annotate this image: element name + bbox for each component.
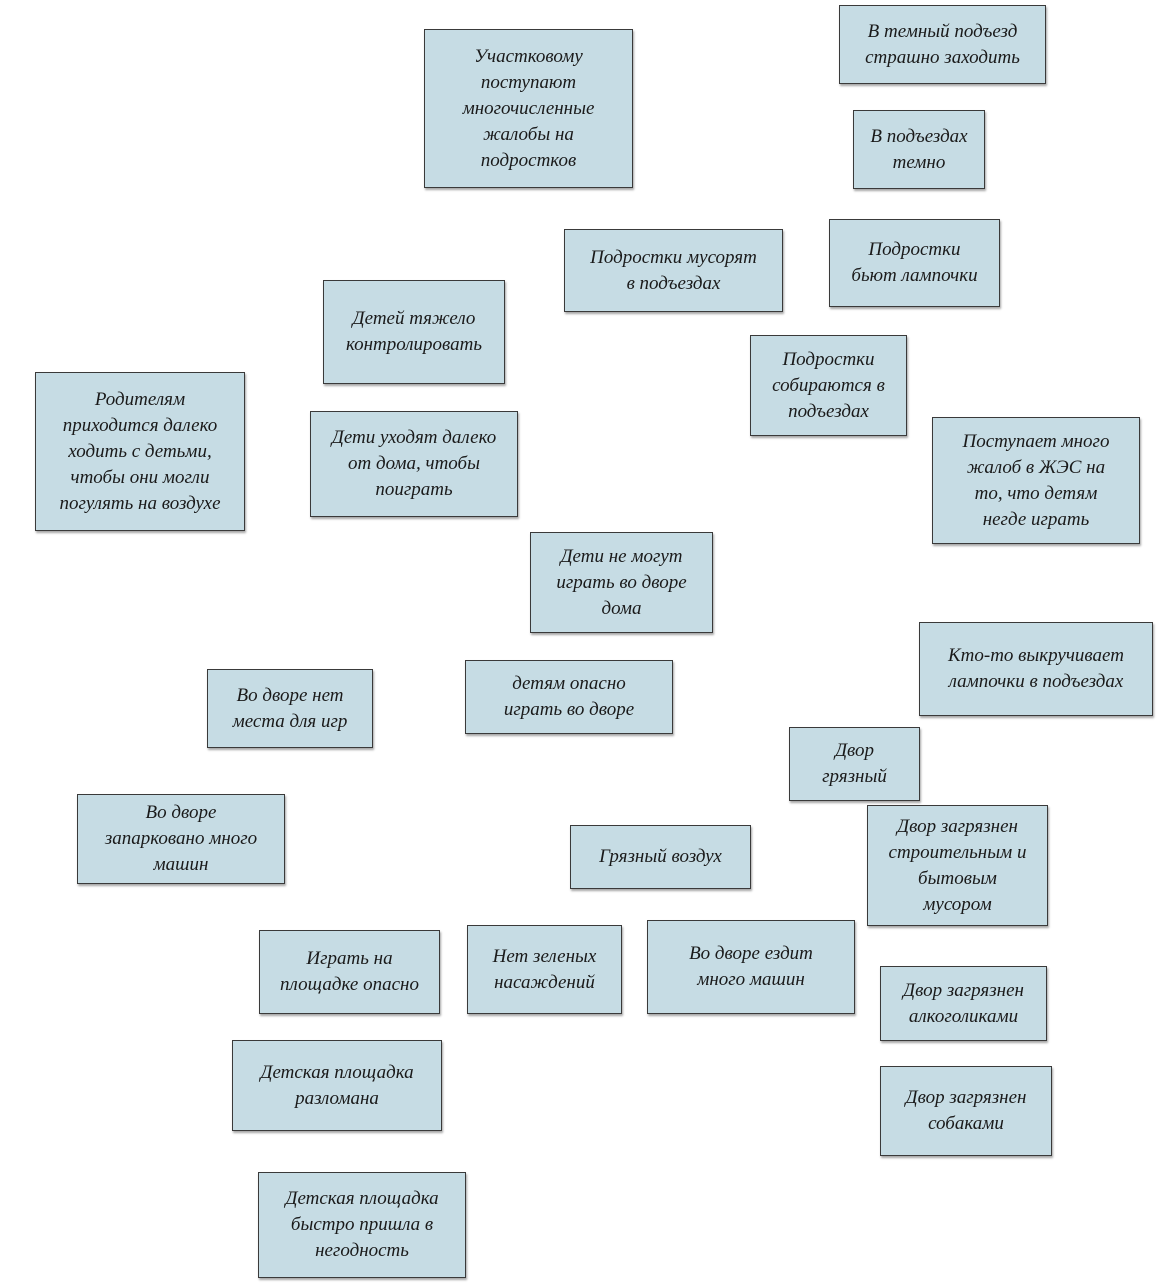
card-jes-complaints[interactable]: Поступает много жалоб в ЖЭС на то, что д… xyxy=(932,417,1140,544)
card-text: Родителям приходится далеко ходить с дет… xyxy=(59,388,221,514)
card-parents-walk-far[interactable]: Родителям приходится далеко ходить с дет… xyxy=(35,372,245,531)
card-playground-worn-out[interactable]: Детская площадка быстро пришла в негодно… xyxy=(258,1172,466,1278)
card-text: Детей тяжело контролировать xyxy=(345,308,483,355)
card-dogs[interactable]: Двор загрязнен собаками xyxy=(880,1066,1052,1156)
card-text: В подъездах темно xyxy=(870,125,968,173)
card-someone-unscrews-bulbs[interactable]: Кто-то выкручивает лампочки в подъездах xyxy=(919,622,1153,716)
card-no-play-space[interactable]: Во дворе нет места для игр xyxy=(207,669,373,748)
card-text: детям опасно играть во дворе xyxy=(503,673,635,720)
card-many-parked-cars[interactable]: Во дворе запарковано много машин xyxy=(77,794,285,884)
card-playground-dangerous[interactable]: Играть на площадке опасно xyxy=(259,930,440,1014)
card-text: Двор загрязнен собаками xyxy=(905,1087,1027,1134)
card-text: Во дворе нет места для игр xyxy=(232,684,348,732)
card-text: Подростки собираются в подъездах xyxy=(772,348,885,422)
card-complaints-teens[interactable]: Участковому поступают многочисленные жал… xyxy=(424,29,633,188)
card-alcoholics[interactable]: Двор загрязнен алкоголиками xyxy=(880,966,1047,1041)
card-entrances-dark[interactable]: В подъездах темно xyxy=(853,110,985,189)
card-text: Нет зеленых насаждений xyxy=(492,945,597,993)
card-dangerous-to-play[interactable]: детям опасно играть во дворе xyxy=(465,660,673,734)
card-text: Грязный воздух xyxy=(599,846,722,867)
card-teens-break-bulbs[interactable]: Подростки бьют лампочки xyxy=(829,219,1000,307)
card-kids-leave-far[interactable]: Дети уходят далеко от дома, чтобы поигра… xyxy=(310,411,518,517)
card-construction-waste[interactable]: Двор загрязнен строительным и бытовым му… xyxy=(867,805,1048,926)
card-kids-cant-play[interactable]: Дети не могут играть во дворе дома xyxy=(530,532,713,633)
card-text: Участковому поступают многочисленные жал… xyxy=(462,45,595,171)
card-text: Детская площадка разломана xyxy=(260,1061,414,1109)
card-text: Дети уходят далеко от дома, чтобы поигра… xyxy=(331,427,497,500)
card-text: Двор загрязнен алкоголиками xyxy=(903,979,1024,1027)
card-text: Двор загрязнен строительным и бытовым му… xyxy=(888,815,1027,915)
card-teens-litter[interactable]: Подростки мусорят в подъездах xyxy=(564,229,783,312)
card-kids-hard-control[interactable]: Детей тяжело контролировать xyxy=(323,280,505,384)
card-text: Во дворе запарковано много машин xyxy=(104,802,258,875)
card-text: Дети не могут играть во дворе дома xyxy=(556,545,687,619)
card-text: В темный подъезд страшно заходить xyxy=(865,20,1020,68)
card-teens-gather[interactable]: Подростки собираются в подъездах xyxy=(750,335,907,436)
card-text: Подростки бьют лампочки xyxy=(851,239,978,286)
card-dirty-air[interactable]: Грязный воздух xyxy=(570,825,751,889)
card-text: Поступает много жалоб в ЖЭС на то, что д… xyxy=(962,430,1110,530)
card-text: Детская площадка быстро пришла в негодно… xyxy=(285,1188,439,1261)
card-text: Двор грязный xyxy=(822,740,887,787)
card-text: Подростки мусорят в подъездах xyxy=(590,246,757,294)
card-text: Играть на площадке опасно xyxy=(280,948,419,995)
card-text: Кто-то выкручивает лампочки в подъездах xyxy=(948,645,1124,692)
card-playground-broken[interactable]: Детская площадка разломана xyxy=(232,1040,442,1131)
card-no-greenery[interactable]: Нет зеленых насаждений xyxy=(467,925,622,1014)
card-yard-dirty[interactable]: Двор грязный xyxy=(789,727,920,801)
card-many-cars-drive[interactable]: Во дворе ездит много машин xyxy=(647,920,855,1014)
card-text: Во дворе ездит много машин xyxy=(689,943,813,990)
card-dark-entrance-scary[interactable]: В темный подъезд страшно заходить xyxy=(839,5,1046,84)
